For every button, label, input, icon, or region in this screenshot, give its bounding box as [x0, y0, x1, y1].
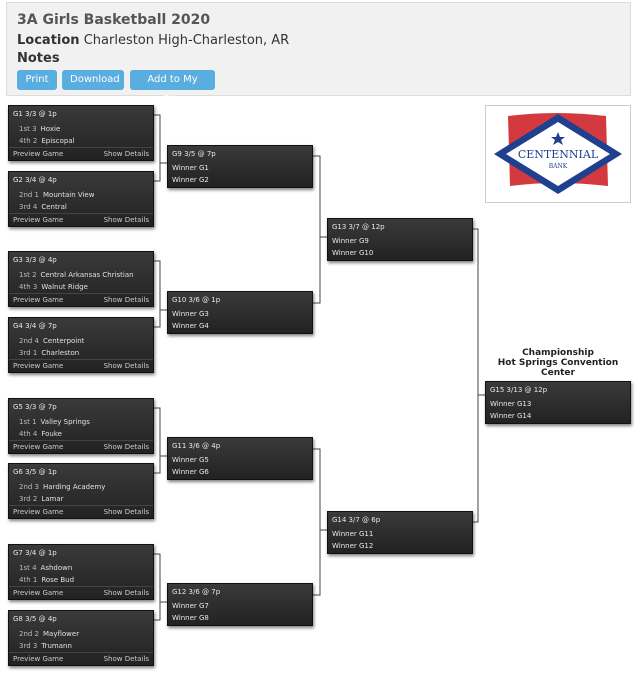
download-button[interactable]: Download: [62, 70, 124, 90]
game-card-g12[interactable]: G12 3/6 @ 7p Winner G7 Winner G8: [167, 583, 313, 626]
team-line: Winner G12: [332, 542, 374, 550]
game-card-g13[interactable]: G13 3/7 @ 12p Winner G9 Winner G10: [327, 218, 473, 261]
print-button[interactable]: Print: [17, 70, 57, 90]
team-line: Winner G11: [332, 530, 374, 538]
show-details-link[interactable]: Show Details: [103, 362, 149, 370]
game-header: G11 3/6 @ 4p: [172, 442, 221, 450]
location-value: Charleston High-Charleston, AR: [83, 33, 290, 48]
game-card-g11[interactable]: G11 3/6 @ 4p Winner G5 Winner G6: [167, 437, 313, 480]
tournament-header: 3A Girls Basketball 2020 Location Charle…: [6, 2, 631, 105]
show-details-link[interactable]: Show Details: [103, 216, 149, 224]
page-title: 3A Girls Basketball 2020: [17, 12, 211, 28]
team-line: Winner G8: [172, 614, 209, 622]
card-footer: Preview Game Show Details: [9, 505, 153, 518]
game-header: G13 3/7 @ 12p: [332, 223, 385, 231]
game-card-g15[interactable]: G15 3/13 @ 12p Winner G13 Winner G14: [485, 381, 631, 424]
game-header: G1 3/3 @ 1p: [13, 110, 57, 118]
game-header: G9 3/5 @ 7p: [172, 150, 216, 158]
preview-game-link[interactable]: Preview Game: [13, 216, 64, 224]
preview-game-link[interactable]: Preview Game: [13, 589, 64, 597]
team-line: Winner G13: [490, 400, 532, 408]
game-header: G7 3/4 @ 1p: [13, 549, 57, 557]
game-header: G6 3/5 @ 1p: [13, 468, 57, 476]
card-footer: Preview Game Show Details: [9, 652, 153, 665]
preview-game-link[interactable]: Preview Game: [13, 362, 64, 370]
card-footer: Preview Game Show Details: [9, 147, 153, 160]
game-card-g10[interactable]: G10 3/6 @ 1p Winner G3 Winner G4: [167, 291, 313, 334]
game-card-g9[interactable]: G9 3/5 @ 7p Winner G1 Winner G2: [167, 145, 313, 188]
preview-game-link[interactable]: Preview Game: [13, 443, 64, 451]
show-details-link[interactable]: Show Details: [103, 443, 149, 451]
sponsor-name: CENTENNIAL: [518, 148, 599, 161]
show-details-link[interactable]: Show Details: [103, 150, 149, 158]
location-label: Location: [17, 33, 80, 48]
show-details-link[interactable]: Show Details: [103, 655, 149, 663]
championship-title: Championship Hot Springs Convention Cent…: [497, 348, 619, 378]
game-header: G14 3/7 @ 6p: [332, 516, 381, 524]
add-to-my-site-button[interactable]: Add to My Site: [130, 70, 215, 105]
game-header: G5 3/3 @ 7p: [13, 403, 57, 411]
card-footer: Preview Game Show Details: [9, 293, 153, 306]
team-line: Winner G7: [172, 602, 209, 610]
preview-game-link[interactable]: Preview Game: [13, 508, 64, 516]
card-footer: Preview Game Show Details: [9, 359, 153, 372]
show-details-link[interactable]: Show Details: [103, 508, 149, 516]
preview-game-link[interactable]: Preview Game: [13, 296, 64, 304]
team-line: Winner G3: [172, 310, 209, 318]
card-footer: Preview Game Show Details: [9, 586, 153, 599]
location-line: Location Charleston High-Charleston, AR: [17, 33, 289, 48]
team-line: Winner G1: [172, 164, 209, 172]
preview-game-link[interactable]: Preview Game: [13, 655, 64, 663]
team-line: Winner G2: [172, 176, 209, 184]
sponsor-sub: BANK: [549, 163, 568, 170]
game-header: G15 3/13 @ 12p: [490, 386, 548, 394]
game-header: G4 3/4 @ 7p: [13, 322, 57, 330]
notes-label: Notes: [17, 51, 60, 66]
game-header: G8 3/5 @ 4p: [13, 615, 57, 623]
preview-game-link[interactable]: Preview Game: [13, 150, 64, 158]
card-footer: Preview Game Show Details: [9, 440, 153, 453]
card-footer: Preview Game Show Details: [9, 213, 153, 226]
team-line: Winner G9: [332, 237, 369, 245]
team-line: Winner G10: [332, 249, 374, 257]
team-line: Winner G4: [172, 322, 209, 330]
show-details-link[interactable]: Show Details: [103, 296, 149, 304]
game-card-g14[interactable]: G14 3/7 @ 6p Winner G11 Winner G12: [327, 511, 473, 554]
game-header: G3 3/3 @ 4p: [13, 256, 57, 264]
sponsor-banner[interactable]: CENTENNIAL BANK: [485, 105, 631, 203]
game-header: G12 3/6 @ 7p: [172, 588, 221, 596]
team-line: Winner G5: [172, 456, 209, 464]
team-line: Winner G14: [490, 412, 532, 420]
centennial-bank-logo: CENTENNIAL BANK: [494, 113, 622, 194]
game-header: G2 3/4 @ 4p: [13, 176, 57, 184]
team-line: Winner G6: [172, 468, 209, 476]
show-details-link[interactable]: Show Details: [103, 589, 149, 597]
game-header: G10 3/6 @ 1p: [172, 296, 221, 304]
